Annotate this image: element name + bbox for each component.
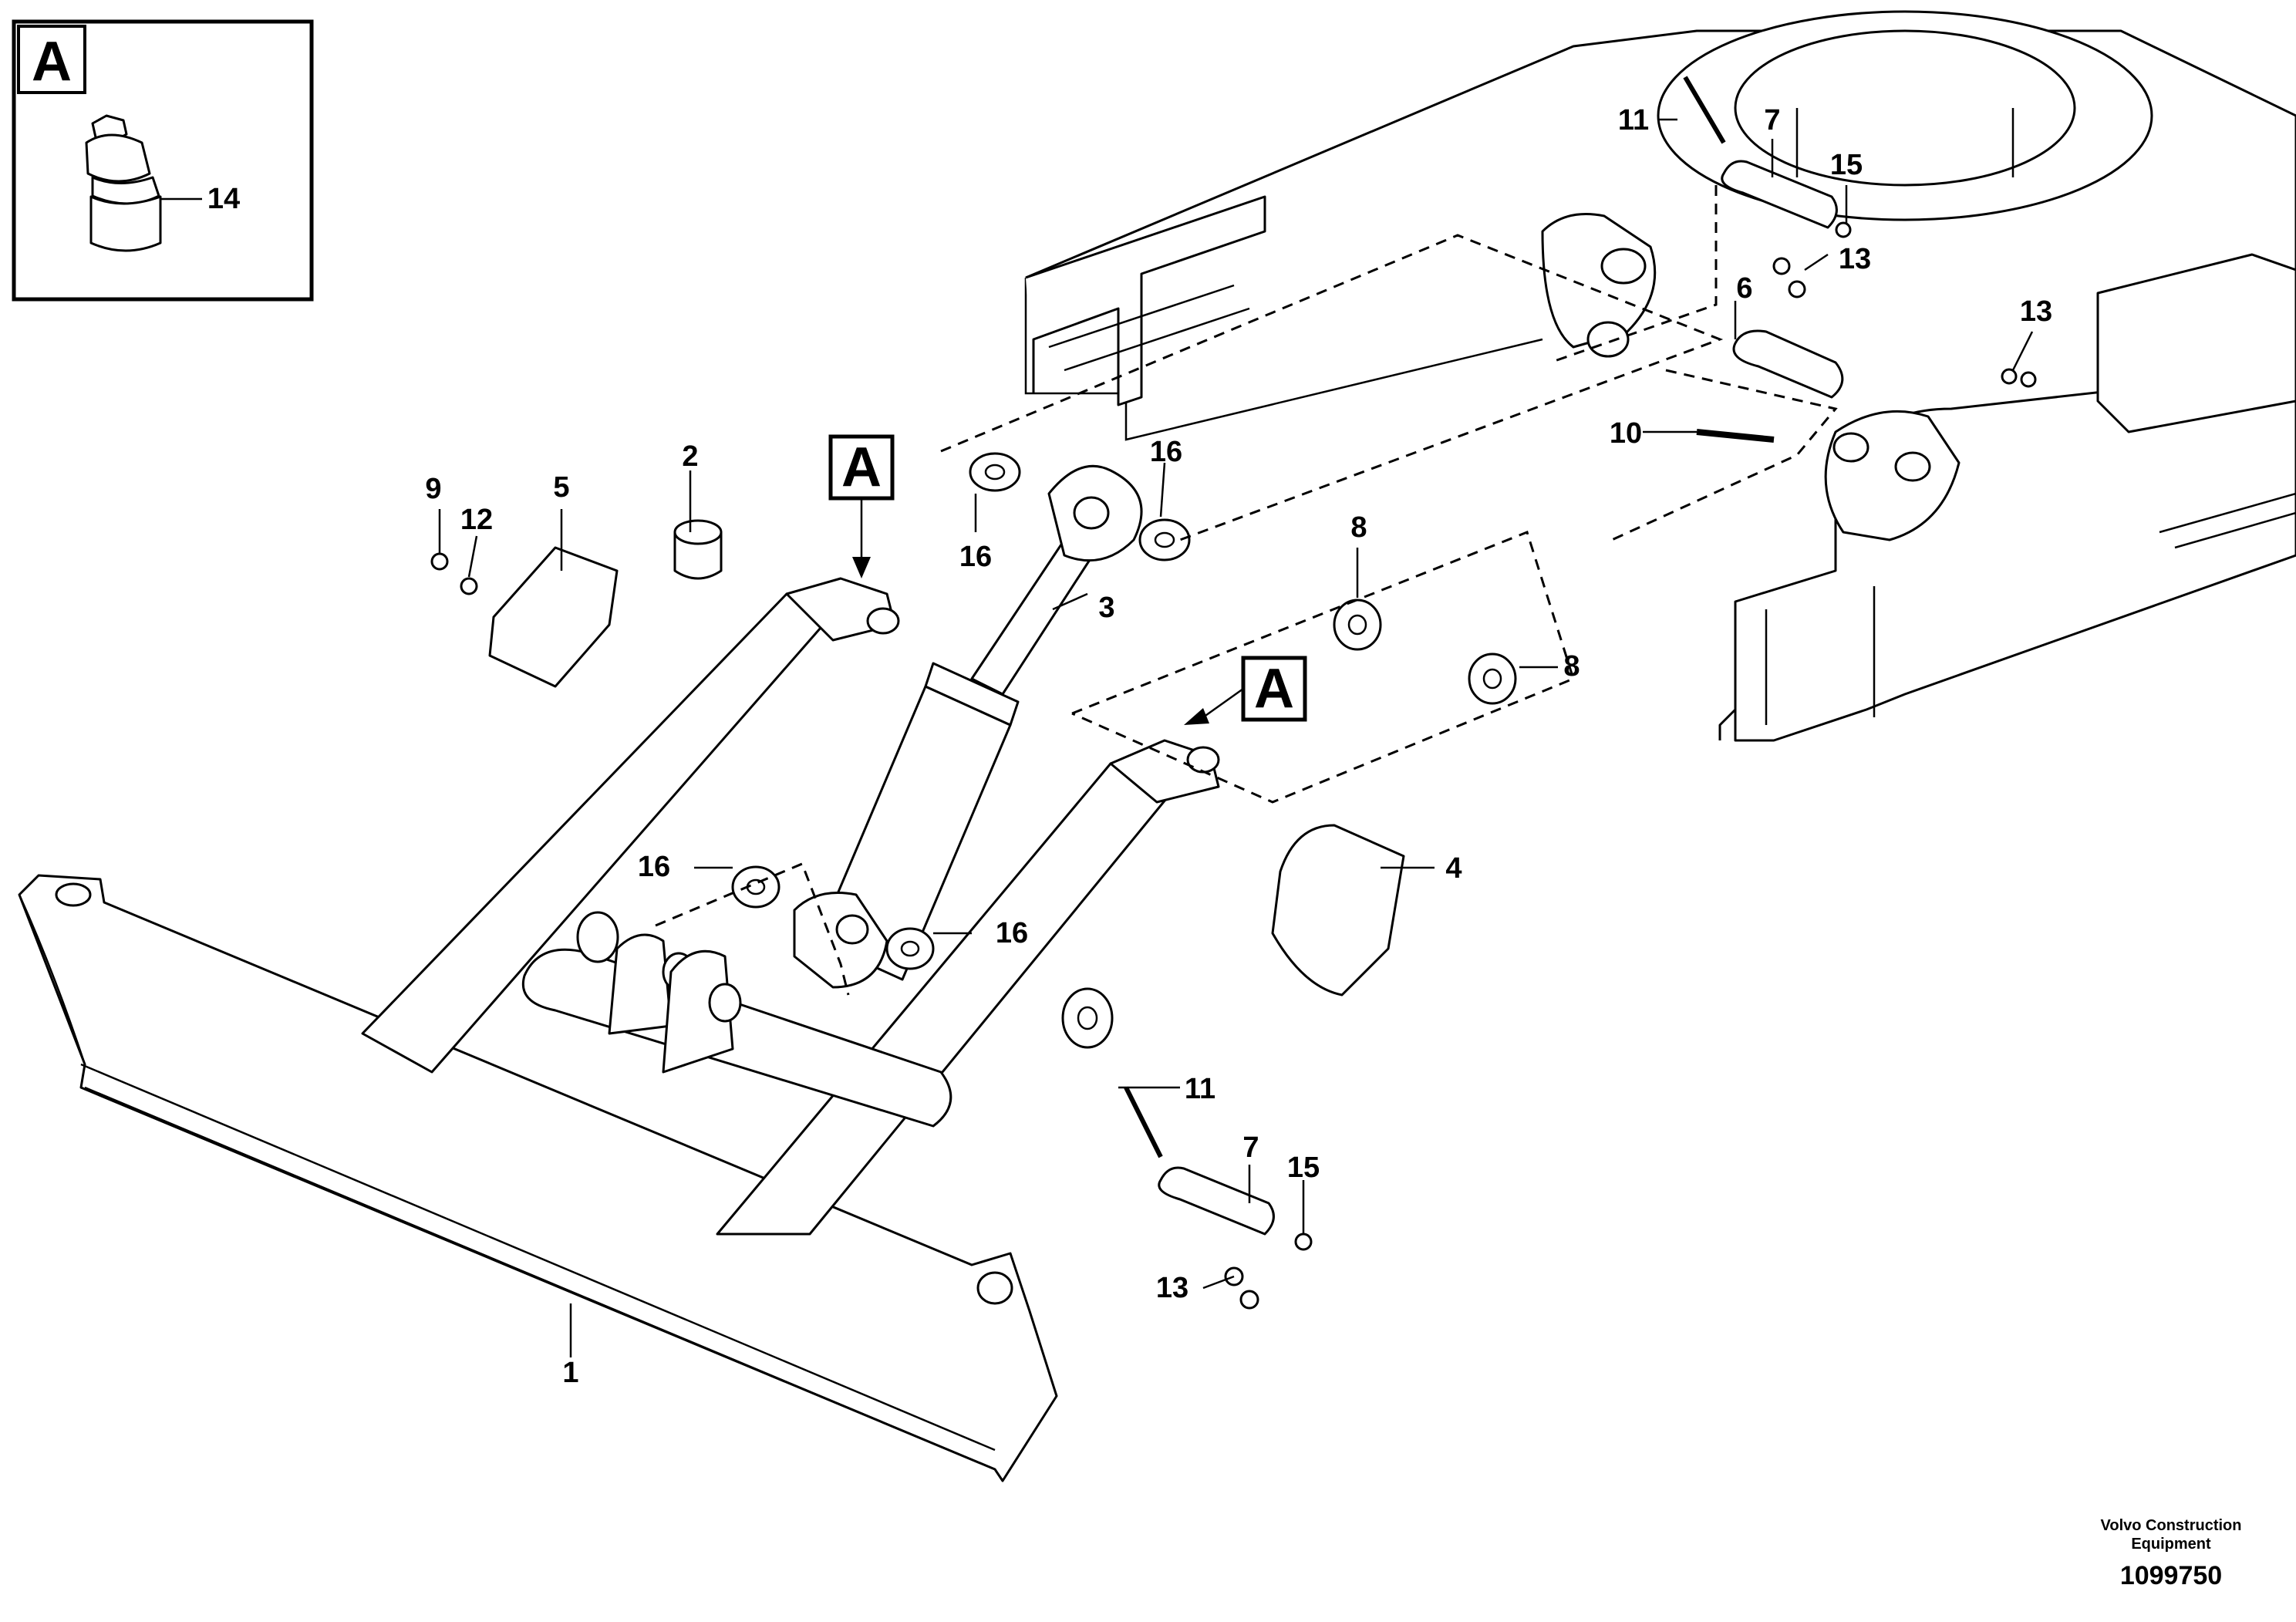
dozer-blade — [18, 577, 1220, 1482]
callout-3: 3 — [1098, 592, 1114, 624]
callout-7-bottom: 7 — [1242, 1131, 1259, 1164]
callout-1: 1 — [562, 1357, 578, 1389]
washer-loose — [1061, 987, 1114, 1049]
drawing-number: 1099750 — [2120, 1561, 2222, 1590]
callout-11-top: 11 — [1618, 104, 1649, 137]
callout-11-bottom: 11 — [1185, 1073, 1215, 1105]
callout-10: 10 — [1610, 417, 1642, 450]
grease-nipple-drawing — [85, 114, 202, 252]
callout-13-bottom: 13 — [1156, 1272, 1188, 1304]
callout-6: 6 — [1736, 272, 1752, 305]
callout-8-upper: 8 — [1350, 511, 1367, 544]
callout-16-mid-right: 16 — [996, 917, 1028, 949]
bolt-9 — [430, 552, 449, 571]
view-marker-a-right-label: A — [1254, 658, 1294, 720]
company-name-line2: Equipment — [2131, 1536, 2211, 1553]
washer-16-mid-right — [885, 927, 935, 970]
callout-4: 4 — [1445, 852, 1462, 885]
callout-12: 12 — [460, 504, 493, 536]
callout-numbers: 1 2 3 4 5 6 7 7 8 8 9 10 11 11 12 13 13 … — [425, 104, 2052, 1389]
view-marker-a-left: A — [828, 434, 895, 578]
callout-15-bottom: 15 — [1287, 1152, 1320, 1184]
callout-16-top-right: 16 — [1150, 436, 1182, 468]
callout-5: 5 — [553, 471, 569, 504]
callout-16-mid-left: 16 — [638, 851, 670, 883]
leader-lines — [438, 118, 2034, 1357]
company-name-line1: Volvo Construction — [2101, 1517, 2242, 1534]
pin-6 — [1732, 329, 1844, 399]
washer-16-mid-left — [731, 865, 781, 909]
callout-9: 9 — [425, 473, 441, 505]
callout-13-right: 13 — [2020, 295, 2052, 328]
callout-8-lower: 8 — [1563, 650, 1580, 683]
callout-16-top-left: 16 — [959, 541, 992, 573]
cover-plate-5 — [488, 546, 619, 688]
detail-view-a-inset: A 14 — [12, 19, 314, 302]
view-marker-a-right: A — [1184, 656, 1307, 725]
small-parts — [430, 76, 2037, 1310]
callout-14: 14 — [207, 183, 240, 215]
callout-15-top: 15 — [1830, 149, 1863, 181]
callout-13-top: 13 — [1839, 243, 1871, 275]
washer-8-lower — [1468, 653, 1517, 705]
washer-16-top-left — [969, 452, 1021, 492]
inset-view-label: A — [32, 31, 72, 93]
bolt-11-bottom — [1124, 1086, 1163, 1158]
bolt-11-top — [1683, 76, 1726, 144]
assembly-dashed-lines — [655, 185, 1838, 996]
view-marker-a-left-label: A — [841, 437, 882, 498]
hydraulic-cylinder — [793, 464, 1143, 989]
callout-2: 2 — [682, 440, 698, 473]
cover-plate-4 — [1271, 824, 1405, 996]
footer-credit: Volvo Construction Equipment 1099750 — [2101, 1517, 2242, 1590]
washer-8-upper — [1333, 599, 1382, 651]
washer-12 — [460, 577, 478, 595]
washer-16-top-right — [1138, 518, 1191, 561]
pin-7-top — [1721, 160, 1838, 229]
bolt-10 — [1696, 429, 1775, 443]
undercarriage-frame — [1024, 10, 2296, 742]
callout-7-top: 7 — [1764, 104, 1780, 137]
pin-7-bottom — [1158, 1166, 1275, 1236]
